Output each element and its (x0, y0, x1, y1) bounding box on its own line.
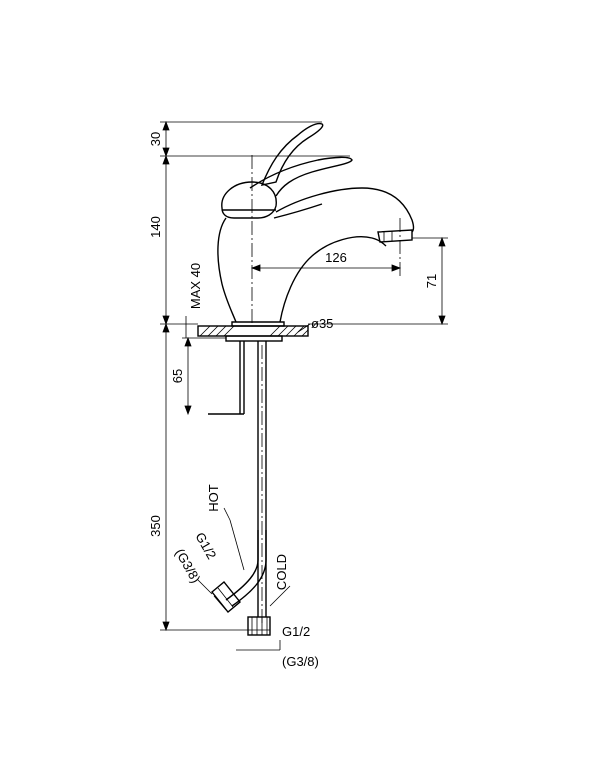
cold-thread-label: G1/2 (282, 624, 310, 639)
cold-thread-alt-label: (G3/8) (282, 654, 319, 669)
faucet-body (217, 122, 415, 327)
max-deck-label: MAX 40 (188, 263, 203, 309)
body-height-label: 140 (148, 216, 163, 238)
cold-label: COLD (274, 554, 289, 590)
spout-reach-label: 126 (325, 250, 347, 265)
hot-thread-alt-label: (G3/8) (172, 546, 203, 585)
countertop-section (197, 325, 309, 342)
shank-and-hoses (208, 341, 271, 636)
dimension-lines (160, 120, 448, 651)
lever-height-label: 30 (148, 132, 163, 146)
shank-length-label: 65 (170, 369, 185, 383)
hot-thread-label: G1/2 (192, 530, 219, 562)
hose-length-label: 350 (148, 515, 163, 537)
hot-label: HOT (206, 484, 221, 512)
hole-diameter-label: ø35 (311, 316, 333, 331)
spout-height-label: 71 (424, 274, 439, 288)
